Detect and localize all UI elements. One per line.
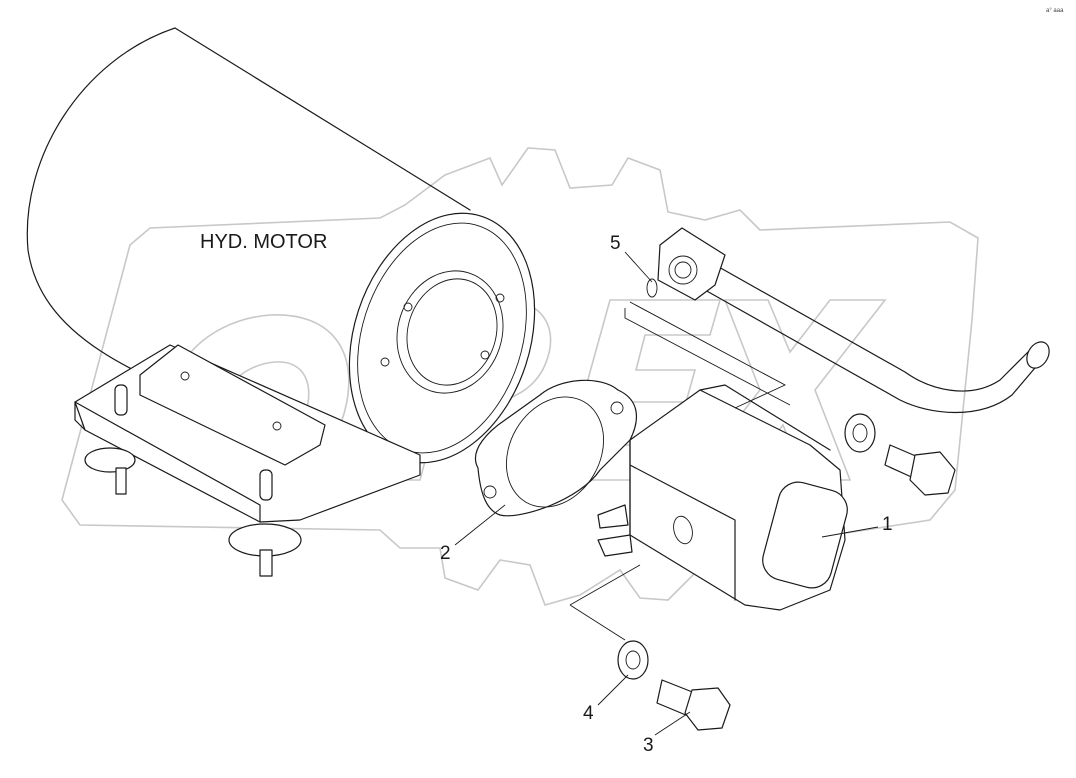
mounting-stud	[228, 469, 302, 577]
flange-bolt-hole	[403, 302, 413, 312]
hose-fitting-block	[657, 227, 726, 301]
gasket-hole	[610, 401, 624, 415]
gasket-outline	[475, 379, 637, 517]
hydraulic-motor	[26, 27, 536, 464]
assembly-lines	[569, 301, 791, 641]
pump-mount-tab	[597, 504, 633, 557]
gasket-bore	[505, 396, 605, 508]
lower-washer	[617, 640, 649, 680]
flange-bolt-hole	[480, 350, 490, 360]
callout-leaders	[454, 251, 879, 736]
mounting-base-plate	[74, 344, 421, 577]
motor-title: HYD. MOTOR	[200, 231, 327, 253]
pump-port	[673, 515, 693, 545]
flange-bolt-hole	[495, 293, 505, 303]
hose-end	[1026, 341, 1050, 369]
upper-bolt	[884, 444, 956, 496]
hydraulic-hose	[704, 261, 1041, 414]
o-ring	[646, 278, 658, 298]
callout-1: 1	[882, 514, 893, 535]
pump-end-cap	[762, 481, 848, 589]
gasket	[475, 379, 637, 517]
upper-washer	[844, 413, 876, 453]
watermark-letter-x	[688, 299, 887, 481]
hose-assembly	[646, 227, 1050, 414]
motor-flange-bore-inner	[406, 278, 498, 386]
bracket-hole	[272, 421, 282, 431]
fitting-port-inner	[674, 261, 692, 279]
hydraulic-pump	[597, 384, 848, 611]
flange-bolt-hole	[380, 357, 390, 367]
mounting-stud	[84, 384, 136, 495]
callout-5: 5	[610, 233, 621, 254]
callout-4: 4	[583, 703, 594, 724]
mounting-bracket	[139, 344, 326, 466]
bracket-hole	[180, 371, 190, 381]
lower-bolt	[656, 679, 731, 731]
pump-body-edge	[629, 384, 831, 601]
callout-3: 3	[643, 735, 654, 756]
corner-mark: a° aaa	[1046, 8, 1064, 14]
gasket-hole	[483, 485, 497, 499]
callout-2: 2	[440, 543, 451, 564]
fitting-port	[668, 255, 698, 285]
base-plate-edge	[74, 401, 261, 523]
motor-flange-bore	[396, 270, 504, 394]
